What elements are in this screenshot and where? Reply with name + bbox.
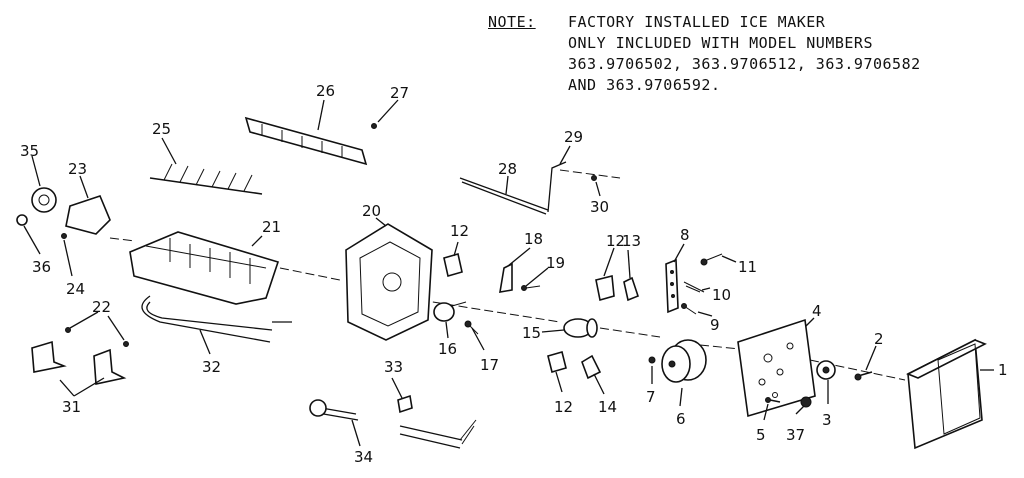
part-32-heater [141,295,292,343]
part-label: 37 [786,426,805,444]
part-16-valve [433,301,467,322]
part-label: 5 [756,426,766,444]
part-label: 18 [524,230,543,248]
part-label: 19 [546,254,565,272]
part-22-screws [65,327,129,347]
part-label: 34 [354,448,373,466]
note-heading: NOTE: [488,13,536,31]
part-label: 21 [262,218,281,236]
part-label: 26 [316,82,335,100]
part-12-switch-top [443,252,463,278]
part-label: 25 [152,120,171,138]
part-wire-harness [399,419,477,449]
part-label: 20 [362,202,381,220]
part-label: 3 [822,411,832,429]
note-line-2: ONLY INCLUDED WITH MODEL NUMBERS [568,34,873,52]
part-2-screw [854,371,873,381]
part-8-switch [665,258,679,314]
part-1-front-cover [906,338,987,450]
part-17-screw [464,320,479,335]
part-label: 17 [480,356,499,374]
part-34-fill-cup [309,399,359,421]
part-21-ice-mold [129,231,280,305]
part-36-nut [16,214,28,226]
note-line-1: FACTORY INSTALLED ICE MAKER [568,13,826,31]
part-28-shutoff-arm [459,177,549,215]
part-23-block [65,195,111,235]
part-label: 14 [598,398,617,416]
part-label: 6 [676,410,686,428]
part-9-screw [681,303,697,315]
part-27-screw [371,123,377,129]
part-35-bearing [31,187,57,213]
part-12-switch-bottom [547,351,567,373]
part-14-clip [581,354,602,380]
part-26-stripper [244,116,368,166]
part-31-brackets [31,340,127,385]
part-labels: 1 2 3 4 5 6 7 8 9 10 11 12 12 12 13 14 1… [20,82,1008,466]
part-3-gear [816,360,836,380]
part-label: 2 [874,330,884,348]
part-label: 35 [20,142,39,160]
leader-lines [23,99,994,447]
part-13-lever [623,276,639,302]
part-label: 1 [998,361,1008,379]
part-label: 4 [812,302,822,320]
part-label: 27 [390,84,409,102]
part-label: 28 [498,160,517,178]
note-line-4: AND 363.9706592. [568,76,721,94]
part-label: 31 [62,398,81,416]
part-6-motor [661,339,707,383]
part-4-mounting-plate [737,318,816,418]
part-label: 8 [680,226,690,244]
part-label: 33 [384,358,403,376]
part-label: 30 [590,198,609,216]
part-19-screw [521,285,541,291]
part-20-housing [345,223,433,341]
part-24-screw [61,233,67,239]
part-label: 29 [564,128,583,146]
part-7-screw [648,356,656,364]
part-label: 32 [202,358,221,376]
part-12-switch-mid [595,274,615,302]
part-label: 15 [522,324,541,342]
part-label: 22 [92,298,111,316]
part-29-arm-bracket [547,161,567,213]
part-label: 7 [646,388,656,406]
part-label: 24 [66,280,85,298]
part-label: 10 [712,286,731,304]
part-label: 12 [554,398,573,416]
part-18-bracket [499,262,513,293]
part-30-clip [591,175,597,181]
part-label: 16 [438,340,457,358]
part-label: 9 [710,316,720,334]
part-label: 13 [622,232,641,250]
part-label: 36 [32,258,51,276]
part-25-ejector [149,163,263,195]
part-37-nut [800,396,812,408]
part-label: 11 [738,258,757,276]
part-33-connector [397,394,413,414]
part-label: 12 [450,222,469,240]
note-line-3: 363.9706502, 363.9706512, 363.9706582 [568,55,921,73]
part-11-pin [700,253,723,266]
part-label: 23 [68,160,87,178]
part-5-screw [765,397,781,403]
part-label: 12 [606,232,625,250]
part-10-spring [683,281,705,293]
part-15-thermostat [563,318,598,338]
